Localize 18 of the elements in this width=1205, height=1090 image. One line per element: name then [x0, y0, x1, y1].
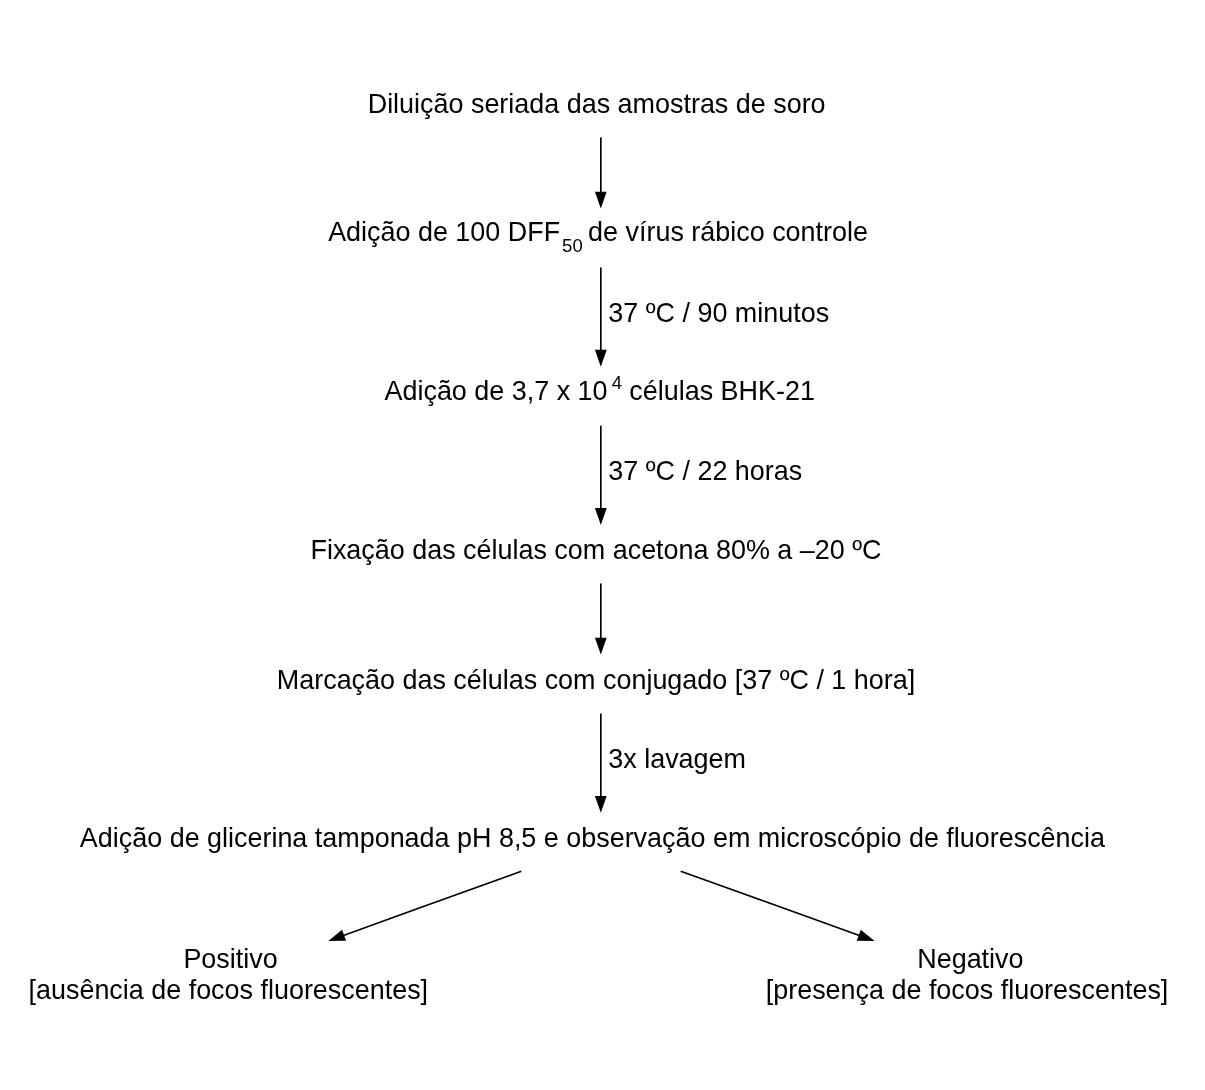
node-text: Fixação das células com acetona 80% a –20 ºC [310, 534, 882, 565]
node-text: Adição de 3,7 x 10$^{4}$ células BHK-21 [384, 371, 815, 406]
node-text: Diluição seriada das amostras de soro [367, 88, 826, 119]
node-text: Adição de glicerina tamponada pH 8,5 e observação em microscópio de fluorescência [79, 822, 1105, 853]
edge-label: 37 ºC / 90 minutos [608, 297, 830, 328]
arrow [594, 712, 607, 813]
node-text: Negativo [presença de focos fluorescentes] [765, 943, 1169, 1005]
edge-label: 37 ºC / 22 horas [608, 455, 803, 486]
arrow [594, 424, 607, 525]
arrow [679, 869, 875, 941]
node-text: Marcação das células com conjugado [37 ºC / 1 hora] [276, 664, 916, 695]
node-text: Adição de 100 DFF$_{50}$ de vírus rábico controle [328, 216, 868, 256]
arrow [328, 869, 523, 941]
edge-label: 3x lavagem [608, 743, 746, 774]
arrow [594, 136, 607, 209]
arrow [594, 582, 607, 655]
node-text: Positivo [ausência de focos fluorescentes] [28, 943, 429, 1005]
arrow [594, 266, 607, 367]
